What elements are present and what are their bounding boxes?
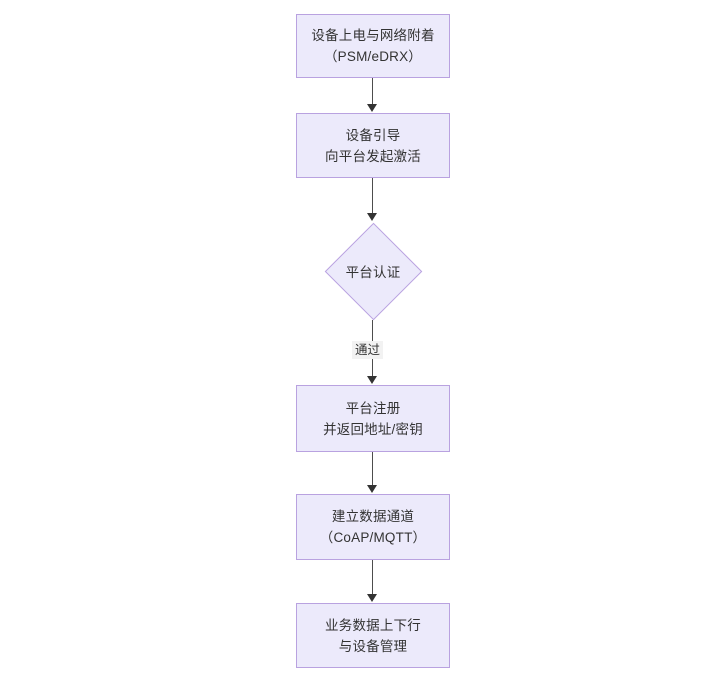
node-label-line1: 设备引导 (345, 127, 401, 143)
arrowhead-icon (367, 104, 377, 112)
node-label-line2: （PSM/eDRX） (323, 49, 423, 64)
node-label-line2: （CoAP/MQTT） (319, 530, 427, 545)
node-label-line2: 并返回地址/密钥 (323, 421, 423, 437)
flow-node-platform-register[interactable]: 平台注册 并返回地址/密钥 (296, 385, 450, 452)
flow-node-business-data[interactable]: 业务数据上下行 与设备管理 (296, 603, 450, 668)
node-label-line1: 业务数据上下行 (325, 617, 421, 633)
connector-channel-to-business (372, 560, 373, 595)
arrowhead-icon (367, 376, 377, 384)
edge-label-pass: 通过 (352, 341, 384, 359)
arrowhead-icon (367, 594, 377, 602)
arrowhead-icon (367, 213, 377, 221)
node-label-line1: 平台认证 (345, 265, 401, 280)
connector-bootstrap-to-auth (372, 178, 373, 214)
node-label-line2: 与设备管理 (338, 638, 408, 654)
node-label-line1: 建立数据通道 (331, 509, 415, 524)
node-label-line1: 平台注册 (345, 400, 401, 416)
flow-node-data-channel[interactable]: 建立数据通道 （CoAP/MQTT） (296, 494, 450, 560)
flow-node-device-bootstrap[interactable]: 设备引导 向平台发起激活 (296, 113, 450, 178)
node-label-line1: 设备上电与网络附着 (311, 28, 435, 43)
flow-node-device-power-on[interactable]: 设备上电与网络附着 （PSM/eDRX） (296, 14, 450, 78)
connector-register-to-channel (372, 452, 373, 486)
flow-node-platform-auth[interactable]: 平台认证 (324, 222, 422, 320)
connector-power-to-bootstrap (372, 78, 373, 105)
arrowhead-icon (367, 485, 377, 493)
node-label-line2: 向平台发起激活 (325, 148, 421, 164)
